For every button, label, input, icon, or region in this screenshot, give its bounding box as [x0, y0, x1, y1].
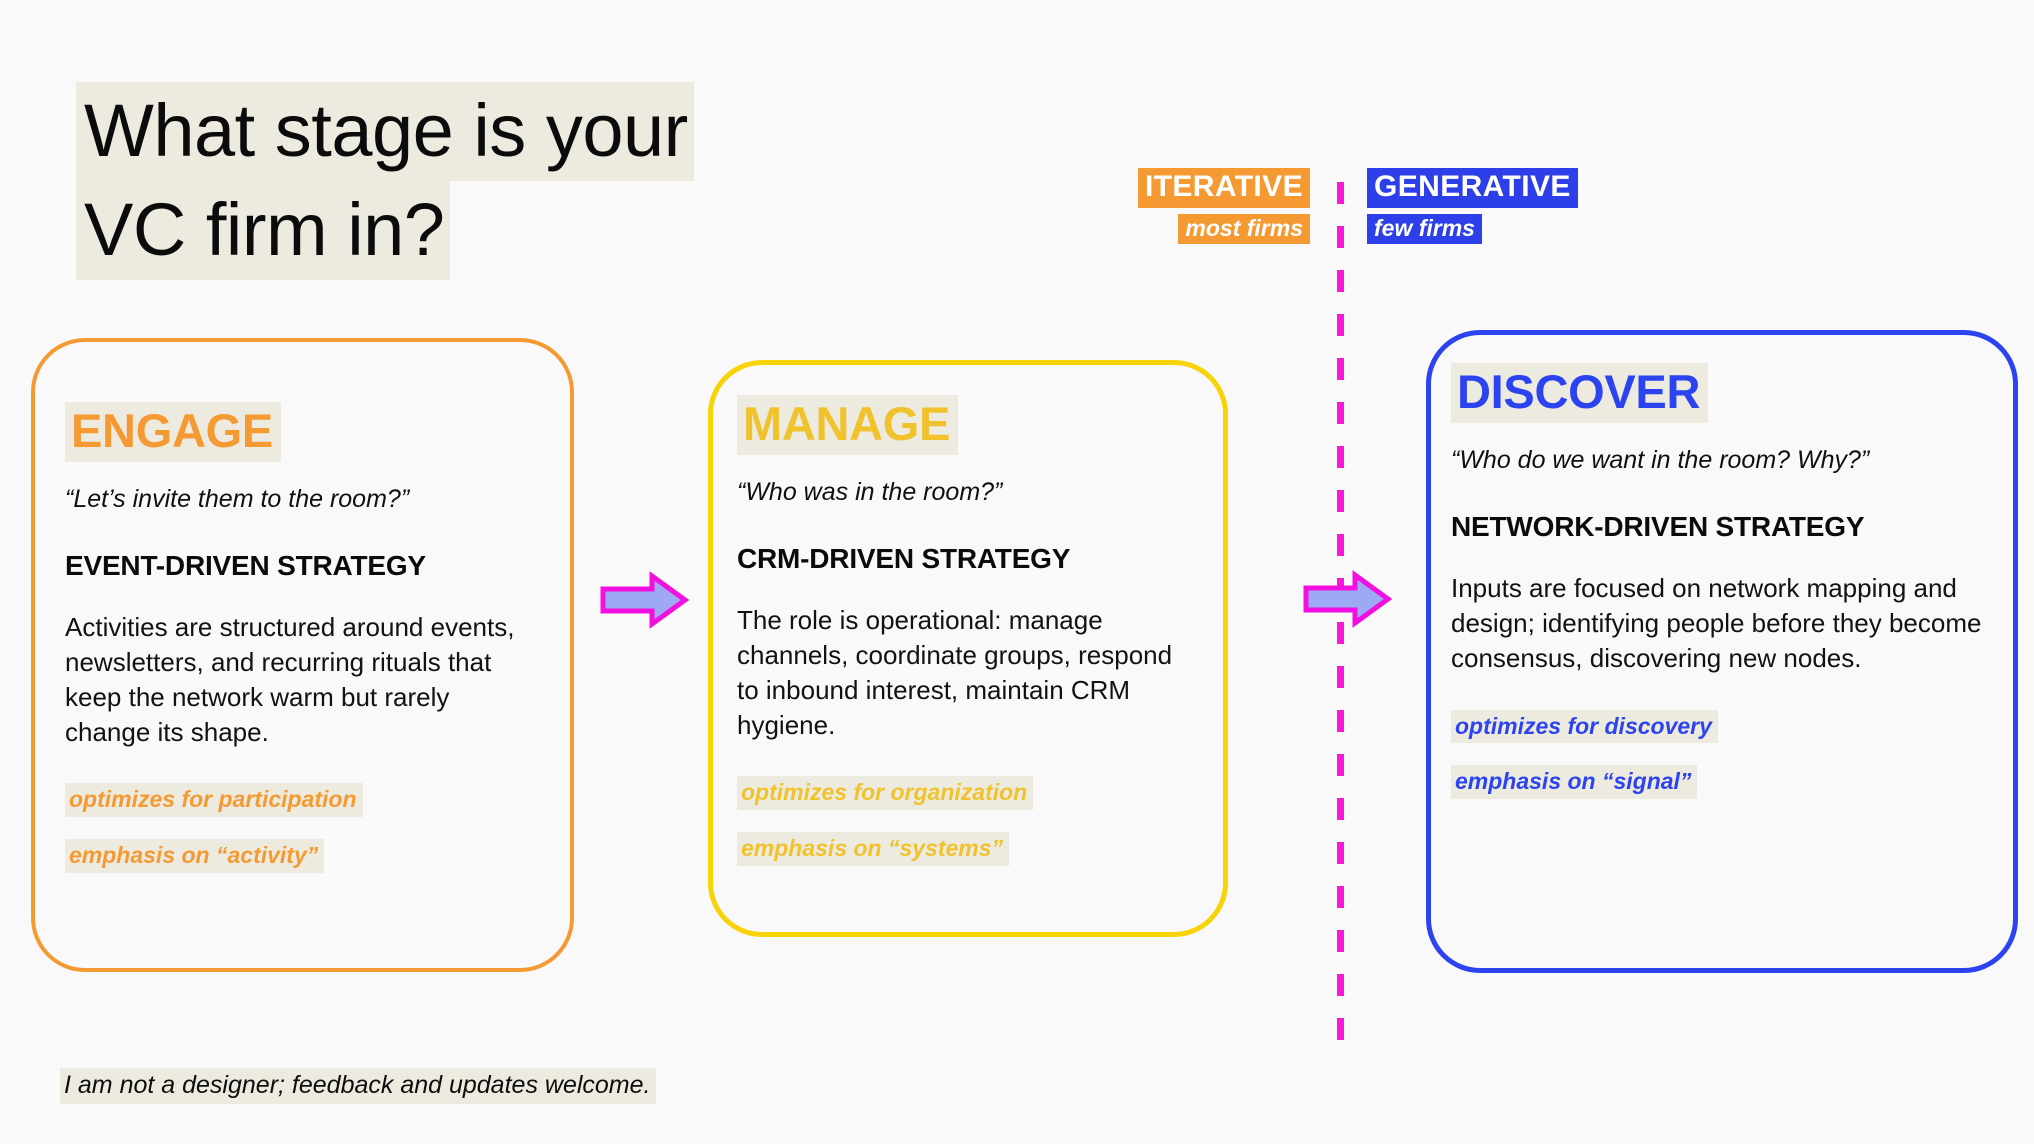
spectrum-label-iterative: ITERATIVE: [1137, 168, 1310, 208]
stage-card-engage-tag-emphasis: emphasis on “activity”: [65, 839, 325, 873]
stage-card-engage-tags: optimizes for participation emphasis on …: [65, 783, 535, 873]
stage-card-engage-body: Activities are structured around events,…: [65, 612, 515, 747]
spectrum-label-generative: GENERATIVE: [1367, 168, 1578, 208]
stage-card-manage-content: MANAGE “Who was in the room?” CRM-DRIVEN…: [737, 395, 1187, 866]
spectrum-left-group: ITERATIVE most firms: [1095, 168, 1310, 244]
stage-card-manage-tag-emphasis: emphasis on “systems”: [737, 832, 1010, 866]
stage-card-engage-tag-optimizes: optimizes for participation: [65, 783, 363, 818]
stage-card-discover-content: DISCOVER “Who do we want in the room? Wh…: [1451, 363, 1991, 800]
stage-card-discover: DISCOVER “Who do we want in the room? Wh…: [1426, 330, 2018, 973]
stage-card-engage-title: ENGAGE: [65, 402, 281, 463]
stage-card-manage-body: The role is operational: manage channels…: [737, 605, 1173, 740]
spectrum-right-group: GENERATIVE few firms: [1367, 168, 1637, 244]
footer-note: I am not a designer; feedback and update…: [60, 1068, 657, 1105]
stage-card-engage: ENGAGE “Let’s invite them to the room?” …: [31, 338, 574, 972]
stage-card-manage-tags: optimizes for organization emphasis on “…: [737, 776, 1187, 866]
page-title-line-1: What stage is your: [76, 82, 694, 182]
stage-card-engage-strategy: EVENT-DRIVEN STRATEGY: [65, 550, 426, 582]
stage-card-discover-body: Inputs are focused on network mapping an…: [1451, 573, 1982, 673]
stage-card-discover-quote: “Who do we want in the room? Why?”: [1451, 446, 1870, 475]
spectrum-legend: ITERATIVE most firms GENERATIVE few firm…: [1095, 168, 1655, 278]
page-title: What stage is your VC firm in?: [76, 82, 876, 281]
stage-card-manage-strategy: CRM-DRIVEN STRATEGY: [737, 543, 1071, 575]
page-title-line-2: VC firm in?: [76, 181, 451, 281]
footer-note-text: I am not a designer; feedback and update…: [60, 1068, 657, 1105]
flow-arrow-icon-1: [600, 571, 690, 629]
stage-card-engage-content: ENGAGE “Let’s invite them to the room?” …: [65, 402, 535, 873]
stage-card-manage: MANAGE “Who was in the room?” CRM-DRIVEN…: [708, 360, 1228, 937]
stage-card-discover-strategy: NETWORK-DRIVEN STRATEGY: [1451, 511, 1865, 543]
stage-card-discover-tags: optimizes for discovery emphasis on “sig…: [1451, 709, 1991, 800]
stage-card-discover-tag-optimizes: optimizes for discovery: [1451, 709, 1718, 744]
stage-card-discover-tag-emphasis: emphasis on “signal”: [1451, 765, 1698, 800]
spectrum-subtext-iterative: most firms: [1178, 213, 1310, 244]
stage-card-engage-quote: “Let’s invite them to the room?”: [65, 485, 410, 514]
flow-arrow-icon-2: [1303, 570, 1393, 628]
stage-card-discover-title: DISCOVER: [1451, 363, 1709, 424]
stage-card-manage-title: MANAGE: [737, 395, 959, 456]
spectrum-subtext-generative: few firms: [1367, 213, 1482, 244]
stage-card-manage-tag-optimizes: optimizes for organization: [737, 776, 1034, 811]
spectrum-divider-dashed-line: [1337, 182, 1344, 1044]
stage-card-manage-quote: “Who was in the room?”: [737, 478, 1003, 507]
